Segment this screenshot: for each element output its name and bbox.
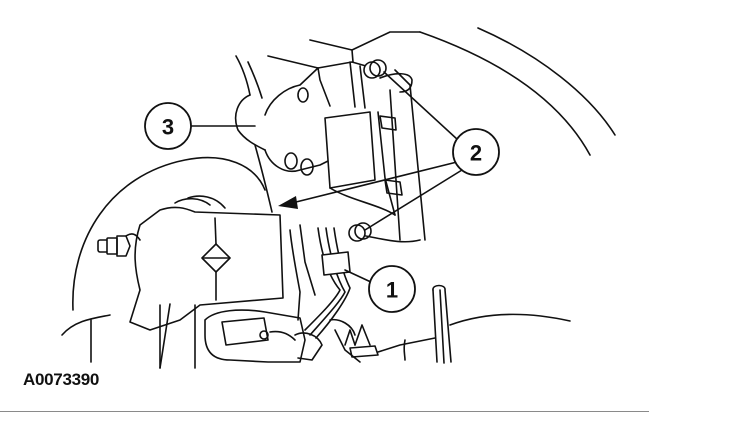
figure-id-label: A0073390 [23, 370, 100, 389]
bracket [97, 195, 284, 331]
arrow-head-icon [278, 196, 298, 209]
callout-3-label: 3 [162, 115, 174, 140]
callout-1-label: 1 [386, 278, 398, 303]
callout-2: 2 [452, 128, 500, 176]
divider-rule [0, 411, 649, 412]
fender-arcs [61, 27, 616, 363]
callout-2-label: 2 [470, 141, 482, 166]
callout-leaders [189, 71, 463, 284]
callout-1: 1 [368, 265, 416, 313]
module-housing [234, 55, 426, 243]
mounting-bolts [348, 59, 387, 242]
callout-3: 3 [144, 102, 192, 150]
connector-harness [159, 224, 361, 369]
frame-lines [267, 31, 421, 69]
lower-right-structure [344, 284, 571, 364]
